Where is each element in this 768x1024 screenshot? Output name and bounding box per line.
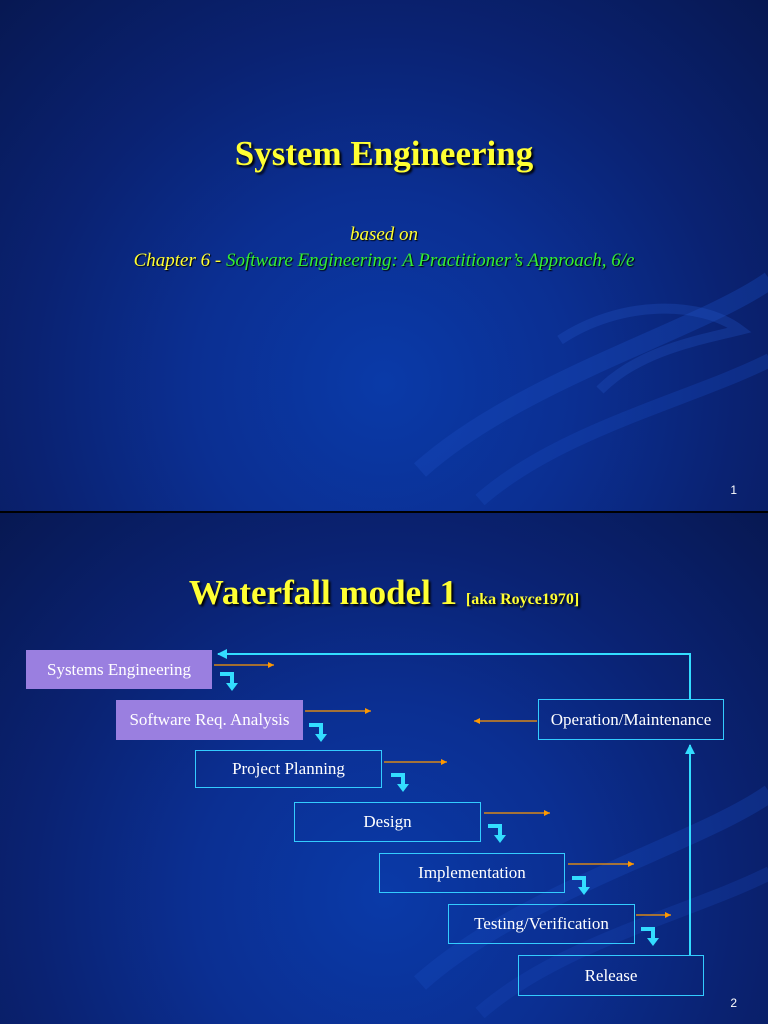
chapter-line: Chapter 6 - Software Engineering: A Prac… — [0, 248, 768, 274]
step-arrow — [391, 773, 409, 792]
waterfall-diagram — [214, 649, 695, 955]
step-arrow — [572, 876, 590, 895]
title-main: Waterfall model 1 — [188, 573, 458, 612]
stage-project-planning: Project Planning — [195, 750, 382, 788]
slide-title: System Engineering — [234, 134, 534, 173]
step-arrow — [309, 723, 327, 742]
book-title: Software Engineering: A Practitioner’s A… — [225, 250, 635, 271]
stage-systems-engineering: Systems Engineering — [26, 650, 212, 689]
slide-1: System Engineering based on Chapter 6 - … — [0, 0, 768, 511]
background-swirl — [413, 785, 768, 1019]
title-aka: [aka Royce1970] — [465, 591, 580, 608]
stage-software-req-analysis: Software Req. Analysis — [116, 700, 303, 740]
background-swirl — [413, 272, 768, 506]
page-number: 1 — [730, 483, 737, 497]
slide-title: Waterfall model 1 [aka Royce1970] — [0, 573, 768, 613]
page-number: 2 — [730, 996, 737, 1010]
stage-implementation: Implementation — [379, 853, 565, 893]
stage-testing-verification: Testing/Verification — [448, 904, 635, 944]
cyan-arrow — [217, 649, 691, 699]
based-on-text: based on — [349, 224, 419, 245]
stage-design: Design — [294, 802, 481, 842]
slide-2: Waterfall model 1 [aka Royce1970] — [0, 513, 768, 1024]
stage-operation-maintenance: Operation/Maintenance — [538, 699, 724, 740]
step-arrow — [641, 927, 659, 946]
step-arrow — [488, 824, 506, 843]
stage-release: Release — [518, 955, 704, 996]
step-arrow — [220, 672, 238, 691]
subtitle: based on Chapter 6 - Software Engineerin… — [0, 222, 768, 274]
chapter-text: Chapter 6 - — [133, 250, 226, 271]
